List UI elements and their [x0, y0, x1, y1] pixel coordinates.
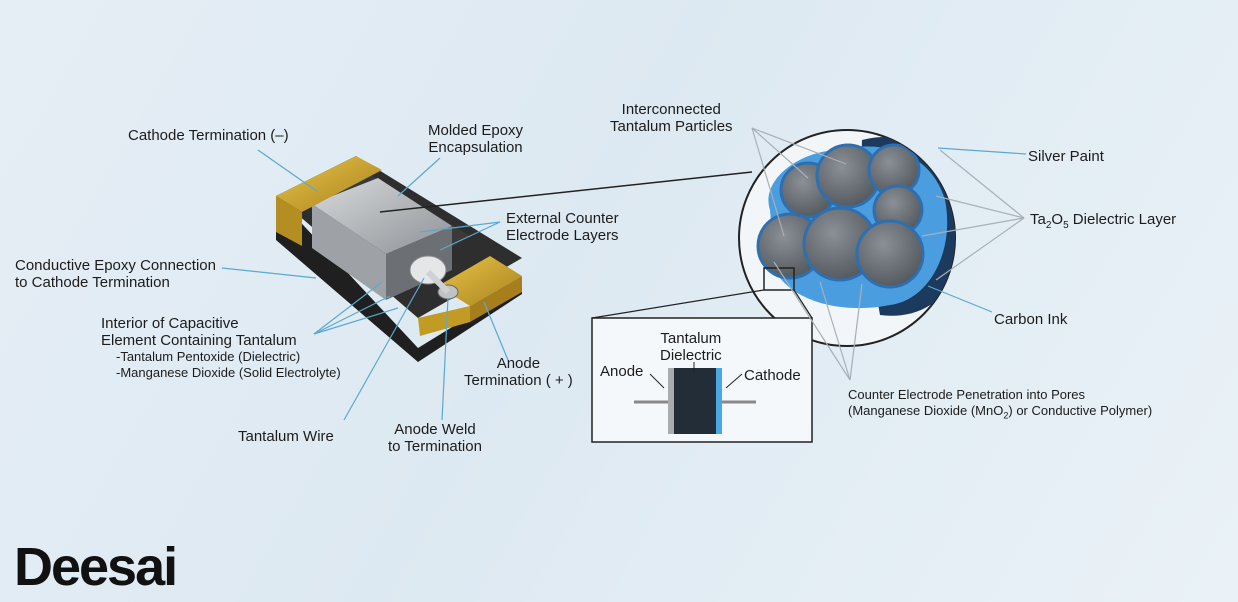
label-cathode-termination: Cathode Termination (–): [128, 127, 289, 144]
label-conductive-epoxy: Conductive Epoxy Connection to Cathode T…: [15, 257, 216, 291]
dielectric-inset: [591, 317, 813, 443]
label-interconnected-line1: Interconnected: [621, 101, 721, 118]
label-anode-weld-line2: to Termination: [388, 438, 482, 455]
label-interior: Interior of Capacitive Element Containin…: [101, 315, 297, 349]
label-external-counter: External Counter Electrode Layers: [506, 210, 619, 244]
label-interconnected: Interconnected Tantalum Particles: [610, 101, 733, 135]
label-silver-paint: Silver Paint: [1028, 148, 1104, 165]
label-anode-weld: Anode Weld to Termination: [388, 421, 482, 455]
label-anode-termination-line2: Termination ( + ): [464, 372, 573, 389]
brand-logo: Deesai: [14, 537, 178, 597]
label-interior-line3: -Tantalum Pentoxide (Dielectric): [116, 349, 301, 364]
label-inset-tantalum-line1: Tantalum: [660, 330, 722, 347]
dielectric-ta: Ta: [1030, 211, 1046, 228]
label-molded-epoxy: Molded Epoxy Encapsulation: [428, 122, 523, 156]
label-inset-tantalum: Tantalum Dielectric: [660, 330, 722, 364]
dielectric-sub1: 2: [1045, 220, 1052, 231]
label-molded-epoxy-line1: Molded Epoxy: [428, 122, 524, 139]
label-counter-penetration-line2: (Manganese Dioxide (MnO2) or Conductive …: [848, 403, 1152, 424]
label-inset-anode: Anode: [600, 363, 644, 380]
dielectric-o: O: [1051, 211, 1064, 228]
dielectric-sub2: 5: [1063, 220, 1069, 231]
label-interior-sub: -Tantalum Pentoxide (Dielectric) -Mangan…: [116, 349, 341, 381]
label-dielectric-layer: Ta2O5 Dielectric Layer: [1030, 211, 1176, 234]
label-interior-line4: -Manganese Dioxide (Solid Electrolyte): [116, 365, 341, 380]
particle-leaders: [751, 127, 1025, 381]
label-interior-line1: Interior of Capacitive: [101, 315, 239, 332]
magnify-connector: [379, 171, 753, 213]
label-molded-epoxy-line2: Encapsulation: [428, 139, 523, 156]
label-counter-penetration: Counter Electrode Penetration into Pores…: [848, 387, 1152, 424]
label-tantalum-wire: Tantalum Wire: [238, 428, 334, 445]
label-anode-weld-line1: Anode Weld: [394, 421, 476, 438]
label-carbon-ink: Carbon Ink: [994, 311, 1068, 328]
label-external-counter-line1: External Counter: [506, 210, 619, 227]
counter-pen-suffix: ) or Conductive Polymer): [1008, 403, 1153, 418]
dielectric-suffix: Dielectric Layer: [1068, 211, 1177, 228]
label-inset-tantalum-line2: Dielectric: [660, 347, 722, 364]
label-interior-line2: Element Containing Tantalum: [101, 332, 297, 349]
label-conductive-epoxy-line2: to Cathode Termination: [15, 274, 170, 291]
label-counter-penetration-line1: Counter Electrode Penetration into Pores: [848, 387, 1086, 402]
label-interconnected-line2: Tantalum Particles: [610, 118, 733, 135]
counter-pen-prefix: (Manganese Dioxide (MnO: [848, 403, 1004, 418]
label-conductive-epoxy-line1: Conductive Epoxy Connection: [15, 257, 216, 274]
counter-pen-sub: 2: [1003, 410, 1009, 421]
label-external-counter-line2: Electrode Layers: [506, 227, 619, 244]
leader-lines: [221, 147, 1027, 421]
label-inset-cathode: Cathode: [744, 367, 801, 384]
label-anode-termination-line1: Anode: [496, 355, 541, 372]
capacitor-body: [276, 156, 522, 362]
magnified-view: [738, 129, 956, 347]
label-anode-termination: Anode Termination ( + ): [464, 355, 573, 389]
